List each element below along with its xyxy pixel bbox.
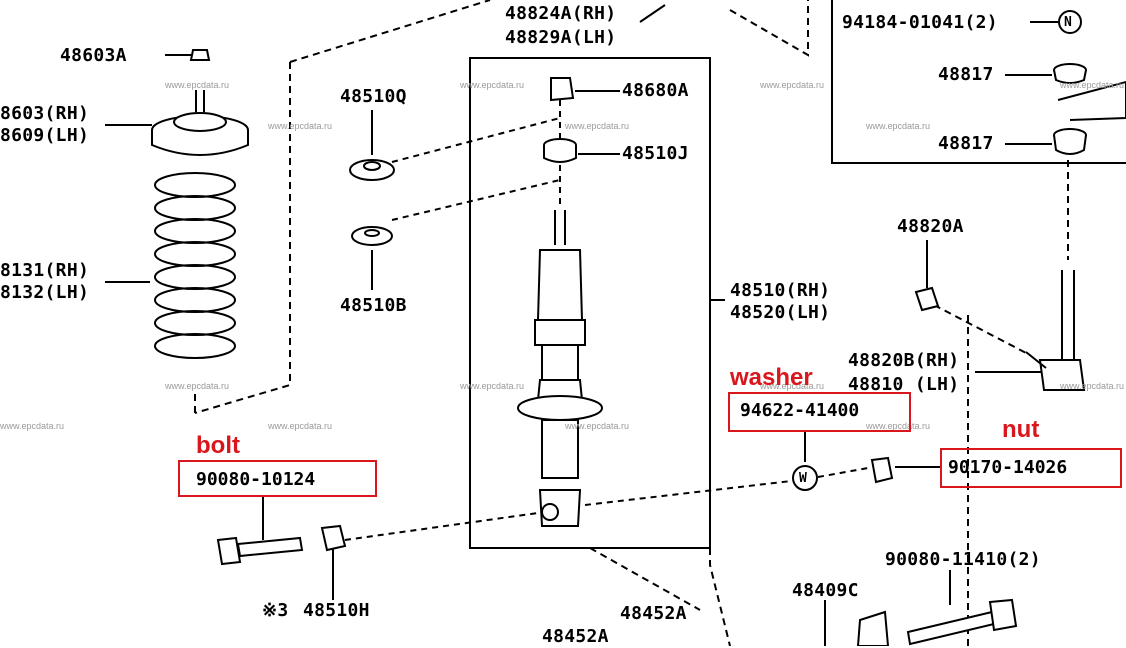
part-label-90080-11410: 90080-11410(2) bbox=[885, 549, 1041, 570]
watermark: www.epcdata.ru bbox=[1060, 80, 1125, 90]
nut-annotation-label: nut bbox=[1002, 416, 1040, 443]
part-label-48452A-lower: 48452A bbox=[542, 626, 609, 647]
part-label-48510Q: 48510Q bbox=[340, 86, 407, 107]
part-label-48510H-prefix: ※3 bbox=[262, 600, 289, 621]
watermark: www.epcdata.ru bbox=[565, 421, 630, 431]
watermark: www.epcdata.ru bbox=[268, 421, 333, 431]
part-label-48820B-rh: 48820B(RH) bbox=[848, 350, 960, 371]
part-label-48817-lower: 48817 bbox=[938, 133, 994, 154]
part-label-48409C: 48409C bbox=[792, 580, 859, 601]
part-label-48820A: 48820A bbox=[897, 216, 964, 237]
watermark: www.epcdata.ru bbox=[866, 421, 931, 431]
spring-group-outline bbox=[194, 62, 291, 414]
nut-part-number: 90170-14026 bbox=[948, 457, 1068, 478]
part-label-48452A-upper: 48452A bbox=[620, 603, 687, 624]
watermark: www.epcdata.ru bbox=[565, 121, 630, 131]
nut-symbol: N bbox=[1064, 15, 1073, 30]
bolt-annotation-label: bolt bbox=[196, 432, 240, 459]
washer-part-number: 94622-41400 bbox=[740, 400, 860, 421]
part-label-48132-lh: 8132(LH) bbox=[0, 282, 90, 303]
watermark: www.epcdata.ru bbox=[760, 80, 825, 90]
bolt-part-number: 90080-10124 bbox=[196, 469, 316, 490]
part-label-48510-rh: 48510(RH) bbox=[730, 280, 831, 301]
watermark: www.epcdata.ru bbox=[165, 80, 230, 90]
washer-symbol: W bbox=[799, 471, 808, 486]
watermark: www.epcdata.ru bbox=[866, 121, 931, 131]
part-label-48810-lh: 48810 (LH) bbox=[848, 374, 960, 395]
part-label-48603A: 48603A bbox=[60, 45, 127, 66]
watermark: www.epcdata.ru bbox=[460, 381, 525, 391]
watermark: www.epcdata.ru bbox=[268, 121, 333, 131]
shock-absorber-frame bbox=[469, 57, 711, 549]
watermark: www.epcdata.ru bbox=[165, 381, 230, 391]
part-label-48131-rh: 8131(RH) bbox=[0, 260, 90, 281]
watermark: www.epcdata.ru bbox=[760, 381, 825, 391]
stabilizer-inset-frame bbox=[831, 0, 1126, 164]
part-label-48520-lh: 48520(LH) bbox=[730, 302, 831, 323]
part-label-48603-rh: 8603(RH) bbox=[0, 103, 90, 124]
washer-annotation-label: washer bbox=[730, 364, 813, 391]
part-label-48510B: 48510B bbox=[340, 295, 407, 316]
part-label-48817-upper: 48817 bbox=[938, 64, 994, 85]
part-label-48680A: 48680A bbox=[622, 80, 689, 101]
washer-part-number-box[interactable] bbox=[728, 392, 911, 432]
watermark: www.epcdata.ru bbox=[0, 421, 65, 431]
part-label-48829A: 48829A(LH) bbox=[505, 27, 617, 48]
shock-absorber-body bbox=[517, 210, 603, 527]
coil-spring bbox=[154, 172, 236, 359]
watermark: www.epcdata.ru bbox=[1060, 381, 1125, 391]
part-label-94184-01041: 94184-01041(2) bbox=[842, 12, 998, 33]
part-label-48609-lh: 8609(LH) bbox=[0, 125, 90, 146]
part-label-48824A: 48824A(RH) bbox=[505, 3, 617, 24]
bolt-part-number-box[interactable] bbox=[178, 460, 377, 497]
watermark: www.epcdata.ru bbox=[460, 80, 525, 90]
nut-part-number-box[interactable] bbox=[940, 448, 1122, 488]
part-label-48510H: 48510H bbox=[303, 600, 370, 621]
part-label-48510J: 48510J bbox=[622, 143, 689, 164]
